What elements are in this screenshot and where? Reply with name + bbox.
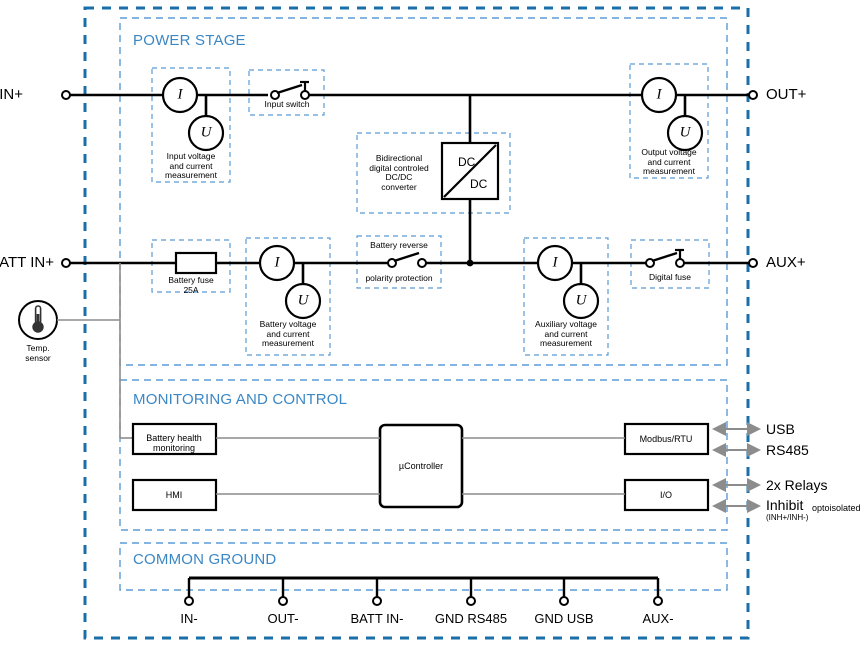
aux-measurement-box xyxy=(523,237,609,356)
label-ucontroller[interactable]: µController xyxy=(398,461,444,471)
battery-fuse-symbol xyxy=(174,251,218,275)
ground-label-5: GND USB xyxy=(534,611,594,626)
common-ground-box xyxy=(119,542,728,591)
aux-voltage-meter-symbol: U xyxy=(575,292,587,309)
power-stage-box xyxy=(119,17,728,366)
hmi-block xyxy=(131,478,218,512)
digital-fuse-right-node xyxy=(675,258,685,268)
input-current-meter-symbol: I xyxy=(177,86,183,103)
ground-label-2: OUT- xyxy=(267,611,299,626)
ground-terminal-4 xyxy=(466,596,476,606)
modbus-rtu-block xyxy=(623,422,710,456)
caption-digital-fuse: Digital fuse xyxy=(648,272,692,282)
ground-label-4: GND RS485 xyxy=(434,611,508,626)
output-voltage-meter-symbol: U xyxy=(679,124,691,141)
battery-voltage-meter xyxy=(284,282,322,320)
reverse-switch-blade xyxy=(393,251,420,263)
dcdc-bottom-label: DC xyxy=(470,177,488,191)
digital-fuse-blade xyxy=(651,251,678,263)
battery-rail-junction xyxy=(466,259,474,267)
caption-battery-fuse: Battery fuse 25A xyxy=(168,275,214,295)
terminal-label-in-plus: IN+ xyxy=(0,86,23,103)
label-modbus-rtu[interactable]: Modbus/RTU xyxy=(639,434,693,444)
monitoring-box xyxy=(119,379,728,531)
converter-box xyxy=(356,132,511,214)
input-voltage-meter-symbol: U xyxy=(200,124,212,141)
dcdc-diagonal xyxy=(443,144,497,198)
output-voltage-meter xyxy=(666,114,704,152)
caption-aux-measurement: Auxiliary voltage and current measuremen… xyxy=(535,319,597,348)
input-switch-right-node xyxy=(300,90,310,100)
input-measurement-box xyxy=(151,67,231,183)
ground-label-1: IN- xyxy=(180,611,198,626)
ucontroller-block xyxy=(378,423,464,509)
ground-label-6: AUX- xyxy=(642,611,674,626)
aux-voltage-meter xyxy=(562,282,600,320)
interface-label-relays: 2x Relays xyxy=(766,477,828,493)
section-title-power-stage: POWER STAGE xyxy=(133,32,246,49)
interface-label-usb: USB xyxy=(766,421,795,437)
ground-terminal-5 xyxy=(559,596,569,606)
interface-note-inhibit: optoisolated xyxy=(812,503,861,513)
interface-sub-inhibit: (INH+/INH-) xyxy=(766,513,809,522)
io-block xyxy=(623,478,710,512)
output-current-meter-symbol: I xyxy=(656,86,662,103)
label-hmi[interactable]: HMI xyxy=(165,490,183,500)
terminal-aux-plus xyxy=(748,258,758,268)
terminal-label-batt-in-plus: BATT IN+ xyxy=(0,254,54,271)
ground-terminal-2 xyxy=(278,596,288,606)
ground-label-3: BATT IN- xyxy=(350,611,404,626)
terminal-label-out-plus: OUT+ xyxy=(766,86,807,103)
ground-terminal-1 xyxy=(184,596,194,606)
output-measurement-box xyxy=(629,63,709,179)
ground-terminal-6 xyxy=(653,596,663,606)
battery-fuse-box xyxy=(151,239,231,293)
terminal-in-plus xyxy=(61,90,71,100)
battery-measurement-box xyxy=(245,237,331,356)
input-switch-box xyxy=(248,69,325,116)
label-battery-health-monitoring[interactable]: Battery health monitoring xyxy=(146,433,202,453)
terminal-out-plus xyxy=(748,90,758,100)
device-boundary xyxy=(83,6,750,640)
terminal-batt-in-plus xyxy=(61,258,71,268)
interface-label-rs485: RS485 xyxy=(766,442,809,458)
caption-converter: Bidirectional digital controled DC/DC co… xyxy=(369,153,429,192)
caption-output-measurement: Output voltage and current measurement xyxy=(641,147,697,176)
interface-label-inhibit: Inhibit xyxy=(766,497,804,513)
reverse-switch-right-node xyxy=(417,258,427,268)
caption-temp-sensor: Temp. sensor xyxy=(25,343,51,363)
label-io[interactable]: I/O xyxy=(659,490,672,500)
battery-health-monitoring-block xyxy=(131,422,218,456)
section-title-monitoring: MONITORING AND CONTROL xyxy=(133,391,348,408)
battery-current-meter-symbol: I xyxy=(274,254,280,271)
thermometer-mercury xyxy=(36,314,40,326)
input-switch-blade xyxy=(276,83,303,95)
caption-battery-measurement: Battery voltage and current measurement xyxy=(259,319,317,348)
caption-input-switch: Input switch xyxy=(264,99,310,109)
aux-current-meter-symbol: I xyxy=(552,254,558,271)
caption-input-measurement: Input voltage and current measurement xyxy=(165,151,217,180)
dcdc-top-label: DC xyxy=(458,155,476,169)
battery-voltage-meter-symbol: U xyxy=(297,292,309,309)
input-voltage-meter xyxy=(187,114,225,152)
section-title-common-ground: COMMON GROUND xyxy=(133,551,277,568)
ground-terminal-3 xyxy=(372,596,382,606)
terminal-label-aux-plus: AUX+ xyxy=(766,254,806,271)
caption-reverse-protection-top: Battery reverse xyxy=(370,240,428,250)
caption-reverse-protection-bottom: polarity protection xyxy=(365,273,433,283)
